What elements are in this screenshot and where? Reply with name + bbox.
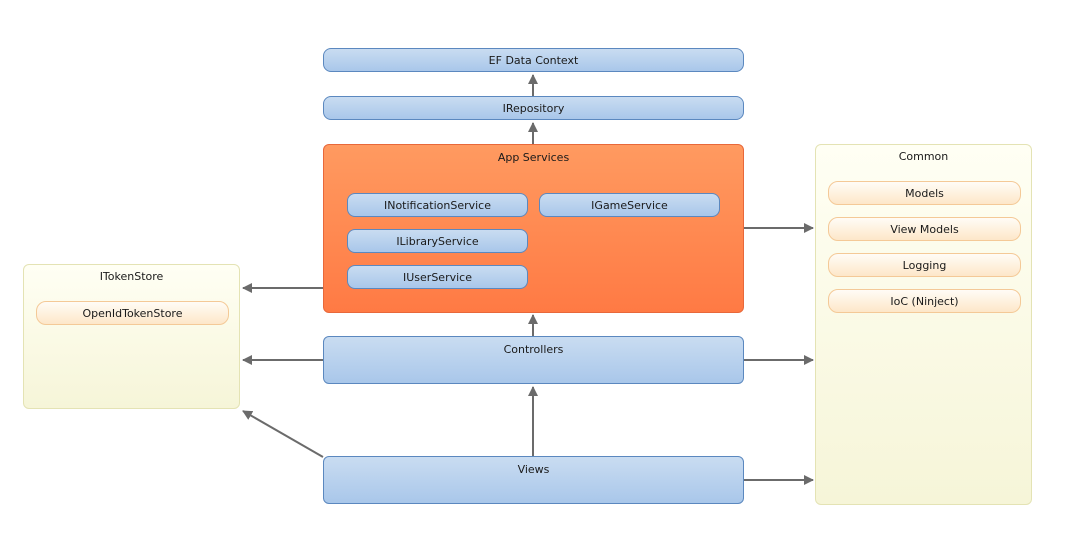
inotificationservice-box: INotificationService	[347, 193, 528, 217]
ilibraryservice-box: ILibraryService	[347, 229, 528, 253]
views-box: Views	[323, 456, 744, 504]
igameservice-box: IGameService	[539, 193, 720, 217]
ef-data-context-box: EF Data Context	[323, 48, 744, 72]
view-models-label: View Models	[890, 222, 959, 236]
logging-box: Logging	[828, 253, 1021, 277]
itokenstore-box: ITokenStore OpenIdTokenStore	[23, 264, 240, 409]
iuserservice-box: IUserService	[347, 265, 528, 289]
igameservice-label: IGameService	[591, 198, 668, 212]
ioc-ninject-label: IoC (Ninject)	[890, 294, 959, 308]
arrow-views-to-itokenstore	[242, 410, 324, 458]
app-services-title: App Services	[497, 151, 570, 164]
controllers-label: Controllers	[503, 343, 564, 356]
models-box: Models	[828, 181, 1021, 205]
ilibraryservice-label: ILibraryService	[396, 234, 479, 248]
common-box: Common Models View Models Logging IoC (N…	[815, 144, 1032, 505]
app-services-box: App Services INotificationService IGameS…	[323, 144, 744, 313]
logging-label: Logging	[902, 258, 947, 272]
ioc-ninject-box: IoC (Ninject)	[828, 289, 1021, 313]
view-models-box: View Models	[828, 217, 1021, 241]
openidtokenstore-label: OpenIdTokenStore	[82, 306, 183, 320]
openidtokenstore-box: OpenIdTokenStore	[36, 301, 229, 325]
itokenstore-title: ITokenStore	[99, 270, 164, 283]
inotificationservice-label: INotificationService	[383, 198, 491, 212]
irepository-label: IRepository	[502, 101, 565, 115]
controllers-box: Controllers	[323, 336, 744, 384]
models-label: Models	[905, 186, 944, 200]
common-title: Common	[898, 150, 949, 163]
views-label: Views	[517, 463, 550, 476]
irepository-box: IRepository	[323, 96, 744, 120]
iuserservice-label: IUserService	[403, 270, 472, 284]
ef-data-context-label: EF Data Context	[488, 53, 579, 67]
